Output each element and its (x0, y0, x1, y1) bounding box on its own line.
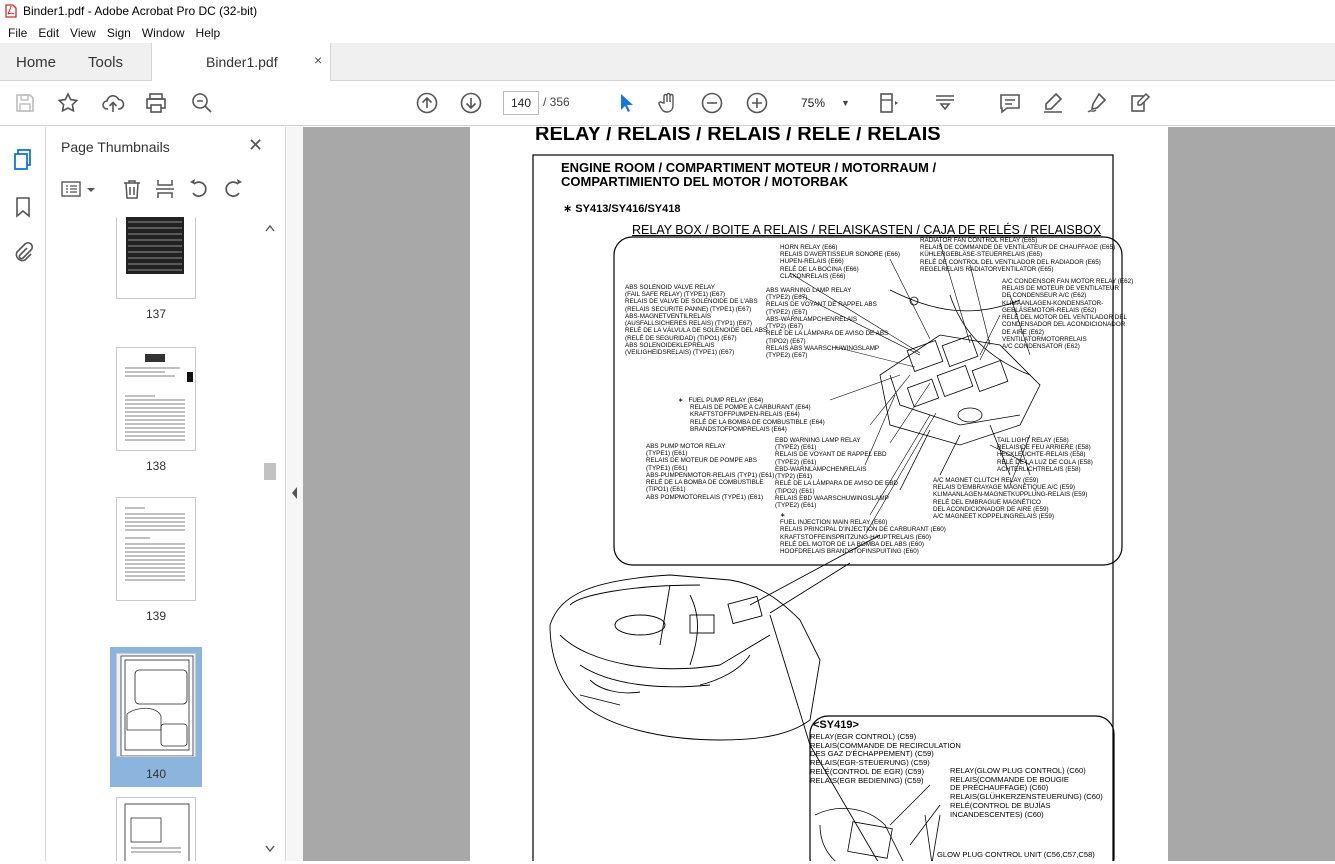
relay-box-title: RELAY BOX / BOITE A RELAIS / RELAISKASTE… (632, 223, 1102, 237)
page-thumbnails-icon[interactable] (11, 147, 35, 171)
menu-view[interactable]: View (70, 25, 96, 40)
left-navigation-rail (0, 127, 46, 861)
zoom-in-icon[interactable] (745, 91, 769, 115)
thumbnail-item[interactable]: 139 (116, 497, 196, 623)
edit-document-icon[interactable] (1128, 91, 1152, 115)
sy419-label: <SY419> (813, 719, 859, 731)
label-abs-solenoid-relay: ABS SOLENOID VALVE RELAY(FAIL SAFE RELAY… (625, 284, 768, 357)
scroll-mode-icon[interactable] (933, 91, 957, 115)
label-horn-relay: HORN RELAY (E66)RELAIS D'AVERTISSEUR SON… (780, 244, 900, 280)
select-cursor-icon[interactable] (614, 91, 638, 115)
rotate-right-icon[interactable] (222, 178, 244, 200)
label-fuel-pump-relay: ∗ FUEL PUMP RELAY (E64)RELAIS DE POMPE A… (678, 397, 825, 433)
thumbnail-list: 137 138 139 140 (56, 217, 262, 861)
page-fit-icon[interactable] (877, 91, 901, 115)
sign-pen-icon[interactable] (1085, 91, 1109, 115)
thumbnail-number: 139 (145, 609, 167, 623)
acrobat-app-icon (5, 4, 17, 18)
thumbnail-number: 140 (145, 767, 167, 781)
label-abs-pump-motor-relay: ABS PUMP MOTOR RELAY(TYPE1) (E61)RELAIS … (646, 443, 775, 501)
total-pages: / 356 (543, 95, 570, 109)
thumbnail-item-selected[interactable]: 140 (110, 647, 202, 787)
relay-diagram-drawing (532, 154, 1123, 861)
menu-edit[interactable]: Edit (38, 25, 60, 40)
tab-home[interactable]: Home (16, 53, 57, 71)
save-icon[interactable] (13, 91, 37, 115)
label-egr-relay: RELAY(EGR CONTROL) (C59)RELAIS(COMMANDE … (810, 732, 961, 785)
tab-close-icon[interactable]: × (314, 52, 323, 68)
label-ebd-warning-relay: EBD WARNING LAMP RELAY(TYPE2) (E61)RELAI… (775, 437, 898, 510)
next-page-icon[interactable] (459, 91, 483, 115)
tab-document-label: Binder1.pdf (206, 54, 278, 70)
section-title: ENGINE ROOM / COMPARTIMENT MOTEUR / MOTO… (561, 160, 937, 175)
search-zoom-icon[interactable] (190, 91, 214, 115)
thumbnail-number: 138 (145, 459, 167, 473)
highlight-pen-icon[interactable] (1041, 91, 1065, 115)
thumbnail-scrollbar[interactable] (263, 220, 277, 854)
close-icon[interactable]: ✕ (248, 135, 264, 155)
tab-bar: Home Tools Binder1.pdf × (0, 43, 1335, 82)
thumbnail-item[interactable]: 138 (116, 347, 196, 473)
comment-icon[interactable] (998, 91, 1022, 115)
tab-tools[interactable]: Tools (88, 53, 124, 71)
document-viewer[interactable]: RELAY / RELAIS / RELAIS / RELE / RELAIS … (303, 127, 1335, 861)
zoom-value: 75% (801, 96, 826, 110)
thumbnail-item[interactable]: 137 (116, 217, 196, 321)
star-icon[interactable] (56, 91, 80, 115)
zoom-out-icon[interactable] (700, 91, 724, 115)
models-text: SY413/SY416/SY418 (575, 203, 681, 215)
delete-trash-icon[interactable] (121, 178, 143, 200)
label-glow-plug-relay: RELAY(GLOW PLUG CONTROL) (C60)RELAIS(COM… (950, 766, 1103, 819)
menu-sign[interactable]: Sign (106, 25, 131, 40)
menu-help[interactable]: Help (195, 25, 221, 40)
panel-title: Page Thumbnails (61, 139, 170, 155)
label-fuel-injection-relay: ∗FUEL INJECTION MAIN RELAY (E60)RELAIS P… (780, 512, 946, 556)
previous-page-icon[interactable] (415, 91, 439, 115)
thumbnail-image (116, 653, 196, 757)
bookmark-icon[interactable] (12, 195, 34, 219)
print-icon[interactable] (144, 91, 168, 115)
label-abs-warning-relay: ABS WARNING LAMP RELAY(TYPE2) (E67)RELAI… (766, 287, 889, 360)
section-title-2: COMPARTIMIENTO DEL MOTOR / MOTORBAK (561, 174, 848, 189)
models-label: ∗ SY413/SY416/SY418 (563, 203, 680, 216)
thumbnail-image (116, 347, 196, 451)
attachment-paperclip-icon[interactable] (11, 241, 35, 265)
thumbnail-item[interactable] (116, 797, 196, 861)
label-ac-magnet-clutch-relay: A/C MAGNET CLUTCH RELAY (E59)RELAIS D'EM… (933, 477, 1088, 521)
document-heading: RELAY / RELAIS / RELAIS / RELE / RELAIS (535, 127, 941, 145)
asterisk: ∗ (563, 203, 576, 215)
menu-bar: File Edit View Sign Window Help (0, 22, 1335, 43)
panel-collapse-handle[interactable] (287, 127, 303, 861)
label-glow-plug-control-unit: GLOW PLUG CONTROL UNIT (C56,C57,C58) (937, 850, 1095, 859)
title-bar: Binder1.pdf - Adobe Acrobat Pro DC (32-b… (0, 0, 1335, 22)
thumbnail-image (116, 797, 196, 861)
menu-window[interactable]: Window (141, 25, 185, 40)
pdf-page: RELAY / RELAIS / RELAIS / RELE / RELAIS … (470, 127, 1168, 861)
label-ac-condenser-fan-relay: A/C CONDENSOR FAN MOTOR RELAY (E62)RELAI… (1002, 278, 1134, 351)
upload-cloud-icon[interactable] (101, 91, 125, 115)
tab-document[interactable]: Binder1.pdf × (151, 43, 331, 82)
label-tail-light-relay: TAIL LIGHT RELAY (E58)RELAIS DE FEU ARRI… (997, 437, 1093, 473)
toolbar: 140 / 356 75% ▼ (0, 81, 1335, 126)
thumbnail-image (116, 497, 196, 601)
page-number-input[interactable]: 140 (503, 91, 539, 115)
zoom-dropdown[interactable]: 75% ▼ (791, 91, 857, 115)
window-title: Binder1.pdf - Adobe Acrobat Pro DC (32-b… (23, 4, 258, 18)
thumbnail-number: 137 (145, 307, 167, 321)
hand-tool-icon[interactable] (656, 91, 680, 115)
extract-pages-icon[interactable] (154, 178, 176, 200)
menu-file[interactable]: File (8, 25, 28, 40)
thumbnail-options-icon[interactable] (61, 179, 97, 199)
chevron-down-icon: ▼ (841, 98, 850, 108)
label-radiator-fan-relay: RADIATOR FAN CONTROL RELAY (E65)RELAIS D… (920, 237, 1116, 273)
rotate-left-icon[interactable] (188, 178, 210, 200)
thumbnail-image (116, 217, 196, 299)
